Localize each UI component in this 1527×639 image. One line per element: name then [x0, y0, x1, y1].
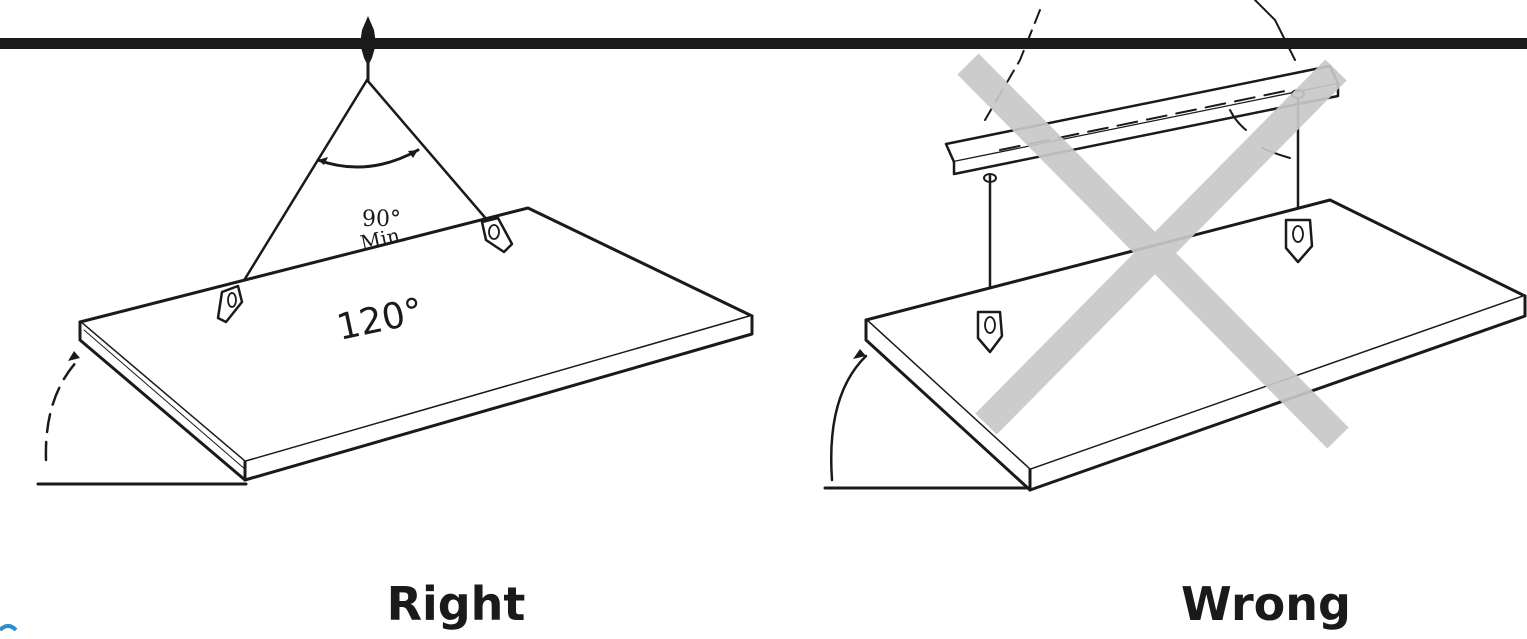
sling-to-spreader-right	[1254, 0, 1296, 61]
lifting-lug-right	[480, 216, 514, 254]
hook-icon	[360, 16, 376, 66]
wrong-lifting-lug-right	[1284, 218, 1314, 264]
sling-left	[230, 78, 369, 302]
cross-stroke-b	[975, 59, 1347, 435]
hanger-shackle-left	[983, 173, 997, 183]
corner-accent-icon	[0, 624, 18, 632]
tilt-angle-arc	[44, 356, 82, 462]
right-method-illustration	[36, 16, 754, 486]
plate-front-edge	[243, 314, 754, 482]
sling-right	[365, 78, 496, 230]
wrong-tilt-arc	[830, 354, 868, 482]
plate-edge-detail	[83, 329, 247, 471]
wrong-tilt-arrow	[853, 349, 866, 359]
spreader-angle-arc-a	[1229, 109, 1247, 131]
sling-angle-value: 90°	[362, 207, 401, 232]
arc-arrow-left	[318, 157, 328, 165]
tilt-arrow	[68, 351, 80, 361]
right-caption: Right	[387, 577, 526, 631]
wrong-cross-mark-icon	[957, 53, 1349, 449]
overhead-beam-line	[0, 38, 1527, 49]
sling-angle-arc	[316, 148, 420, 169]
wrong-caption: Wrong	[1181, 577, 1351, 631]
lifting-lug-left	[216, 284, 244, 324]
arc-arrow-right	[408, 150, 418, 158]
wrong-lifting-lug-left	[976, 310, 1004, 354]
